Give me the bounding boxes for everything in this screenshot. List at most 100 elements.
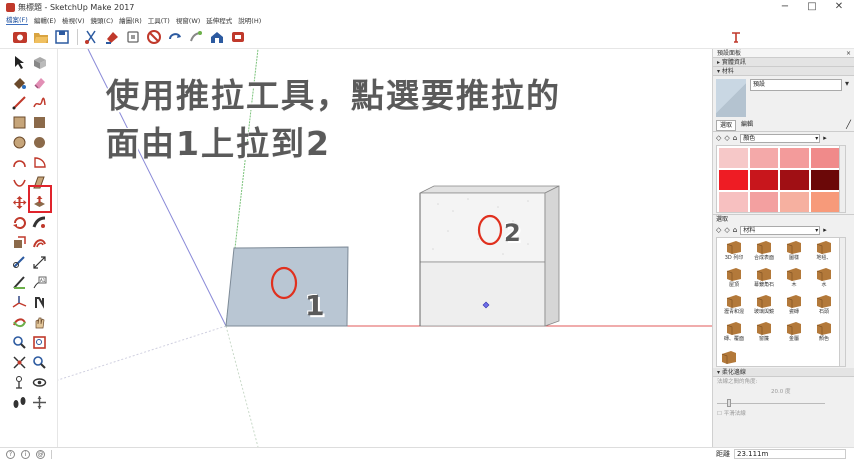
3d-text-icon[interactable]	[32, 295, 47, 310]
forward-icon[interactable]: ◇	[724, 134, 730, 142]
material-folder[interactable]: 瀝青和混	[719, 294, 749, 318]
get-started-icon[interactable]	[12, 29, 28, 45]
select-tool-icon[interactable]	[12, 55, 27, 70]
paint-icon[interactable]: ▾	[845, 79, 850, 88]
arc-tool-icon[interactable]	[12, 155, 27, 170]
menu-extensions[interactable]: 延伸程式	[206, 16, 233, 25]
material-folder[interactable]: 瓷磚	[779, 294, 809, 318]
maximize-button[interactable]: □	[807, 1, 817, 12]
color-swatch[interactable]	[749, 148, 778, 168]
sign-in-icon[interactable]	[728, 29, 744, 45]
push-pull-tool-icon[interactable]	[32, 195, 47, 210]
dimension-tool-icon[interactable]	[32, 255, 47, 270]
model-viewport[interactable]: 1 2 使用推拉工具，點選要推拉的 面由1上拉到2	[58, 49, 712, 447]
menu-file[interactable]: 檔案(F)	[6, 16, 28, 25]
close-button[interactable]: ✕	[834, 1, 844, 12]
material-folder[interactable]: 石頭	[809, 294, 839, 318]
polygon-tool-icon[interactable]	[32, 135, 47, 150]
axes-tool-icon[interactable]	[12, 295, 27, 310]
details-icon[interactable]: ▸	[823, 134, 827, 142]
menu-window[interactable]: 視窗(W)	[175, 16, 201, 25]
folder-scrollbar[interactable]	[839, 238, 845, 366]
redo-icon[interactable]	[167, 29, 183, 45]
material-folder[interactable]: 金屬	[779, 321, 809, 345]
color-swatch[interactable]	[749, 170, 778, 190]
protractor-icon[interactable]	[12, 275, 27, 290]
color-swatch[interactable]	[719, 170, 748, 190]
menu-help[interactable]: 說明(H)	[238, 16, 262, 25]
zoom-extents-icon[interactable]	[12, 355, 27, 370]
home-icon[interactable]: ⌂	[732, 226, 738, 234]
save-icon[interactable]	[54, 29, 70, 45]
menu-camera[interactable]: 鏡頭(C)	[90, 16, 114, 25]
material-folder[interactable]: 屋頂	[719, 267, 749, 291]
color-swatch[interactable]	[810, 148, 839, 168]
warehouse-icon[interactable]	[209, 29, 225, 45]
color-swatch[interactable]	[780, 170, 809, 190]
color-swatch[interactable]	[719, 192, 748, 212]
cut-icon[interactable]	[83, 29, 99, 45]
menu-tools[interactable]: 工具(T)	[147, 16, 170, 25]
eraser-tool-icon[interactable]	[32, 75, 47, 90]
material-folder[interactable]: 磚、覆面	[719, 321, 749, 345]
offset-tool-icon[interactable]	[32, 235, 47, 250]
forward-icon[interactable]: ◇	[724, 226, 730, 234]
soften-slider[interactable]	[713, 397, 854, 409]
text-tool-icon[interactable]: A1	[32, 275, 47, 290]
material-folder[interactable]: 玻璃與鏡	[749, 294, 779, 318]
menu-edit[interactable]: 編輯(E)	[33, 16, 56, 25]
previous-view-icon[interactable]	[32, 355, 47, 370]
collection-dropdown[interactable]: 顏色▾	[740, 133, 821, 143]
material-folder[interactable]: 地毯、	[809, 240, 839, 264]
tab-select[interactable]: 選取	[716, 120, 737, 131]
details-icon[interactable]: ▸	[823, 226, 827, 234]
soften-edges-header[interactable]: ▾ 柔化邊線	[713, 368, 854, 377]
back-icon[interactable]: ◇	[716, 134, 722, 142]
orbit-tool-icon[interactable]	[12, 315, 27, 330]
make-component-icon[interactable]	[32, 55, 47, 70]
walk-tool-icon[interactable]	[12, 395, 27, 410]
material-folder[interactable]: 幕鍍角石	[749, 267, 779, 291]
user-account-icon[interactable]: @	[36, 449, 45, 459]
material-folder[interactable]: 窗簾	[749, 321, 779, 345]
scale-tool-icon[interactable]	[12, 235, 27, 250]
pan-tool-icon[interactable]	[32, 315, 47, 330]
zoom-tool-icon[interactable]	[12, 335, 27, 350]
components-icon[interactable]	[188, 29, 204, 45]
rectangle-tool-icon[interactable]	[12, 115, 27, 130]
rotate-tool-icon[interactable]	[12, 215, 27, 230]
undo-icon[interactable]	[146, 29, 162, 45]
line-tool-icon[interactable]	[12, 95, 27, 110]
eraser-icon[interactable]	[125, 29, 141, 45]
paint-icon[interactable]	[104, 29, 120, 45]
entity-info-header[interactable]: ▸ 實體資訊	[713, 58, 854, 67]
geo-location-icon[interactable]: ?	[6, 449, 15, 459]
smooth-normals-checkbox[interactable]: ☐ 平滑法線	[717, 411, 746, 417]
zoom-window-icon[interactable]	[32, 335, 47, 350]
open-icon[interactable]	[33, 29, 49, 45]
swatch-scrollbar[interactable]	[839, 146, 845, 212]
color-swatch[interactable]	[780, 148, 809, 168]
paint-bucket-icon[interactable]	[12, 75, 27, 90]
circle-tool-icon[interactable]	[12, 135, 27, 150]
material-folder[interactable]: 木	[779, 267, 809, 291]
home-icon[interactable]: ⌂	[732, 134, 738, 142]
material-folder[interactable]: 合成表面	[749, 240, 779, 264]
menu-draw[interactable]: 繪圖(R)	[119, 16, 142, 25]
look-around-icon[interactable]	[32, 375, 47, 390]
sample-paint-icon[interactable]: ╱	[846, 120, 851, 129]
color-swatch[interactable]	[749, 192, 778, 212]
color-swatch[interactable]	[719, 148, 748, 168]
material-folder[interactable]: 3D 列印	[719, 240, 749, 264]
move-tool-icon[interactable]	[12, 195, 27, 210]
pie-tool-icon[interactable]	[32, 155, 47, 170]
tape-measure-icon[interactable]	[12, 255, 27, 270]
measurements-box[interactable]: 23.111m	[734, 449, 846, 459]
material-collection-dropdown[interactable]: 材料▾	[740, 225, 821, 235]
material-name-field[interactable]: 預設	[750, 79, 842, 91]
extension-warehouse-icon[interactable]	[230, 29, 246, 45]
material-folder[interactable]: 顏色	[809, 321, 839, 345]
material-folder[interactable]: 圖樣	[779, 240, 809, 264]
section-plane-icon[interactable]	[32, 395, 47, 410]
color-swatch[interactable]	[810, 192, 839, 212]
